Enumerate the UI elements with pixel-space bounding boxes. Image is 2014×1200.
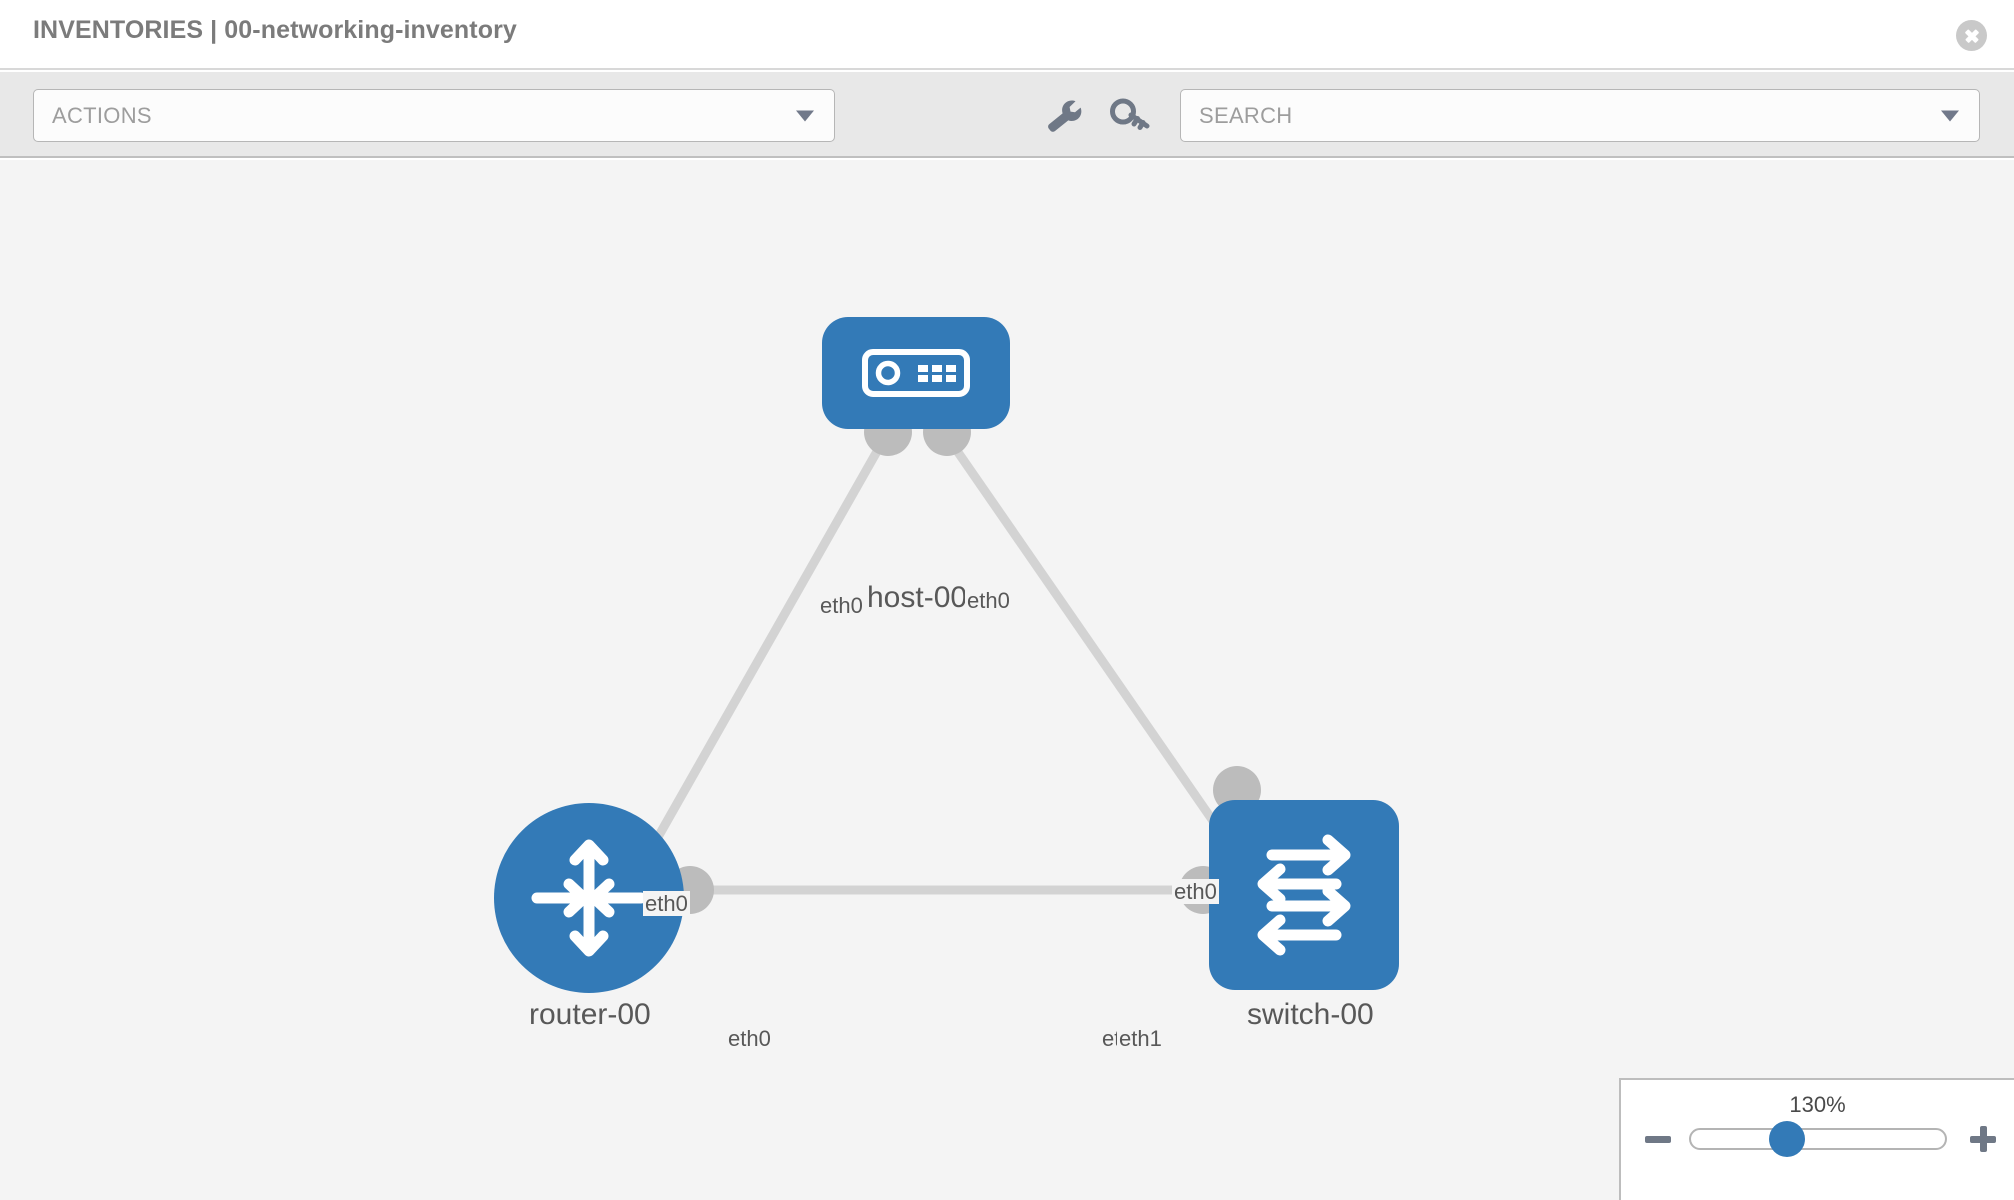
topology-graph — [641, 408, 1261, 914]
wrench-icon[interactable] — [1043, 98, 1083, 134]
node-label-switch-00: switch-00 — [1245, 998, 1376, 1032]
server-icon — [862, 349, 970, 397]
actions-dropdown[interactable]: ACTIONS — [33, 89, 835, 142]
node-switch-00[interactable] — [1209, 800, 1399, 990]
actions-dropdown-label: ACTIONS — [52, 102, 152, 128]
close-icon[interactable] — [1956, 20, 1987, 51]
interface-label-host00-left: eth0 — [818, 593, 865, 619]
router-icon — [531, 839, 647, 957]
interface-label-host00-right: eth0 — [965, 588, 1012, 614]
zoom-out-button[interactable] — [1643, 1124, 1673, 1154]
zoom-control-panel: 130% — [1619, 1078, 2014, 1200]
topology-canvas[interactable]: eth0 host-00 eth0 router-00 eth0 eth0 sw… — [0, 160, 2014, 1200]
link-host00-switch00 — [940, 429, 1244, 863]
toolbar: ACTIONS SEARCH — [0, 72, 2014, 158]
zoom-in-button[interactable] — [1968, 1124, 1998, 1154]
search-input[interactable]: SEARCH — [1180, 89, 1980, 142]
node-label-host-00: host-00 — [865, 581, 970, 615]
page-title: INVENTORIES | 00-networking-inventory — [33, 16, 517, 44]
node-host-00[interactable] — [822, 317, 1010, 429]
page-header: INVENTORIES | 00-networking-inventory — [0, 0, 2014, 70]
zoom-slider-thumb[interactable] — [1769, 1121, 1805, 1157]
interface-label-router00-right: eth0 — [726, 1026, 773, 1052]
node-label-router-00: router-00 — [527, 998, 653, 1032]
link-host00-router00 — [641, 429, 892, 863]
interface-label-switch00-up: eth0 — [1172, 879, 1219, 905]
interface-label-switch00-left-top: eth1 — [1117, 1026, 1164, 1052]
key-icon[interactable] — [1110, 98, 1150, 134]
interface-label-router00-up: eth0 — [643, 891, 690, 917]
zoom-slider-track[interactable] — [1689, 1128, 1947, 1150]
zoom-level-label: 130% — [1789, 1092, 1846, 1117]
search-placeholder: SEARCH — [1199, 102, 1293, 128]
chevron-down-icon — [796, 110, 814, 121]
chevron-down-icon[interactable] — [1941, 110, 1959, 121]
switch-icon — [1257, 834, 1351, 956]
